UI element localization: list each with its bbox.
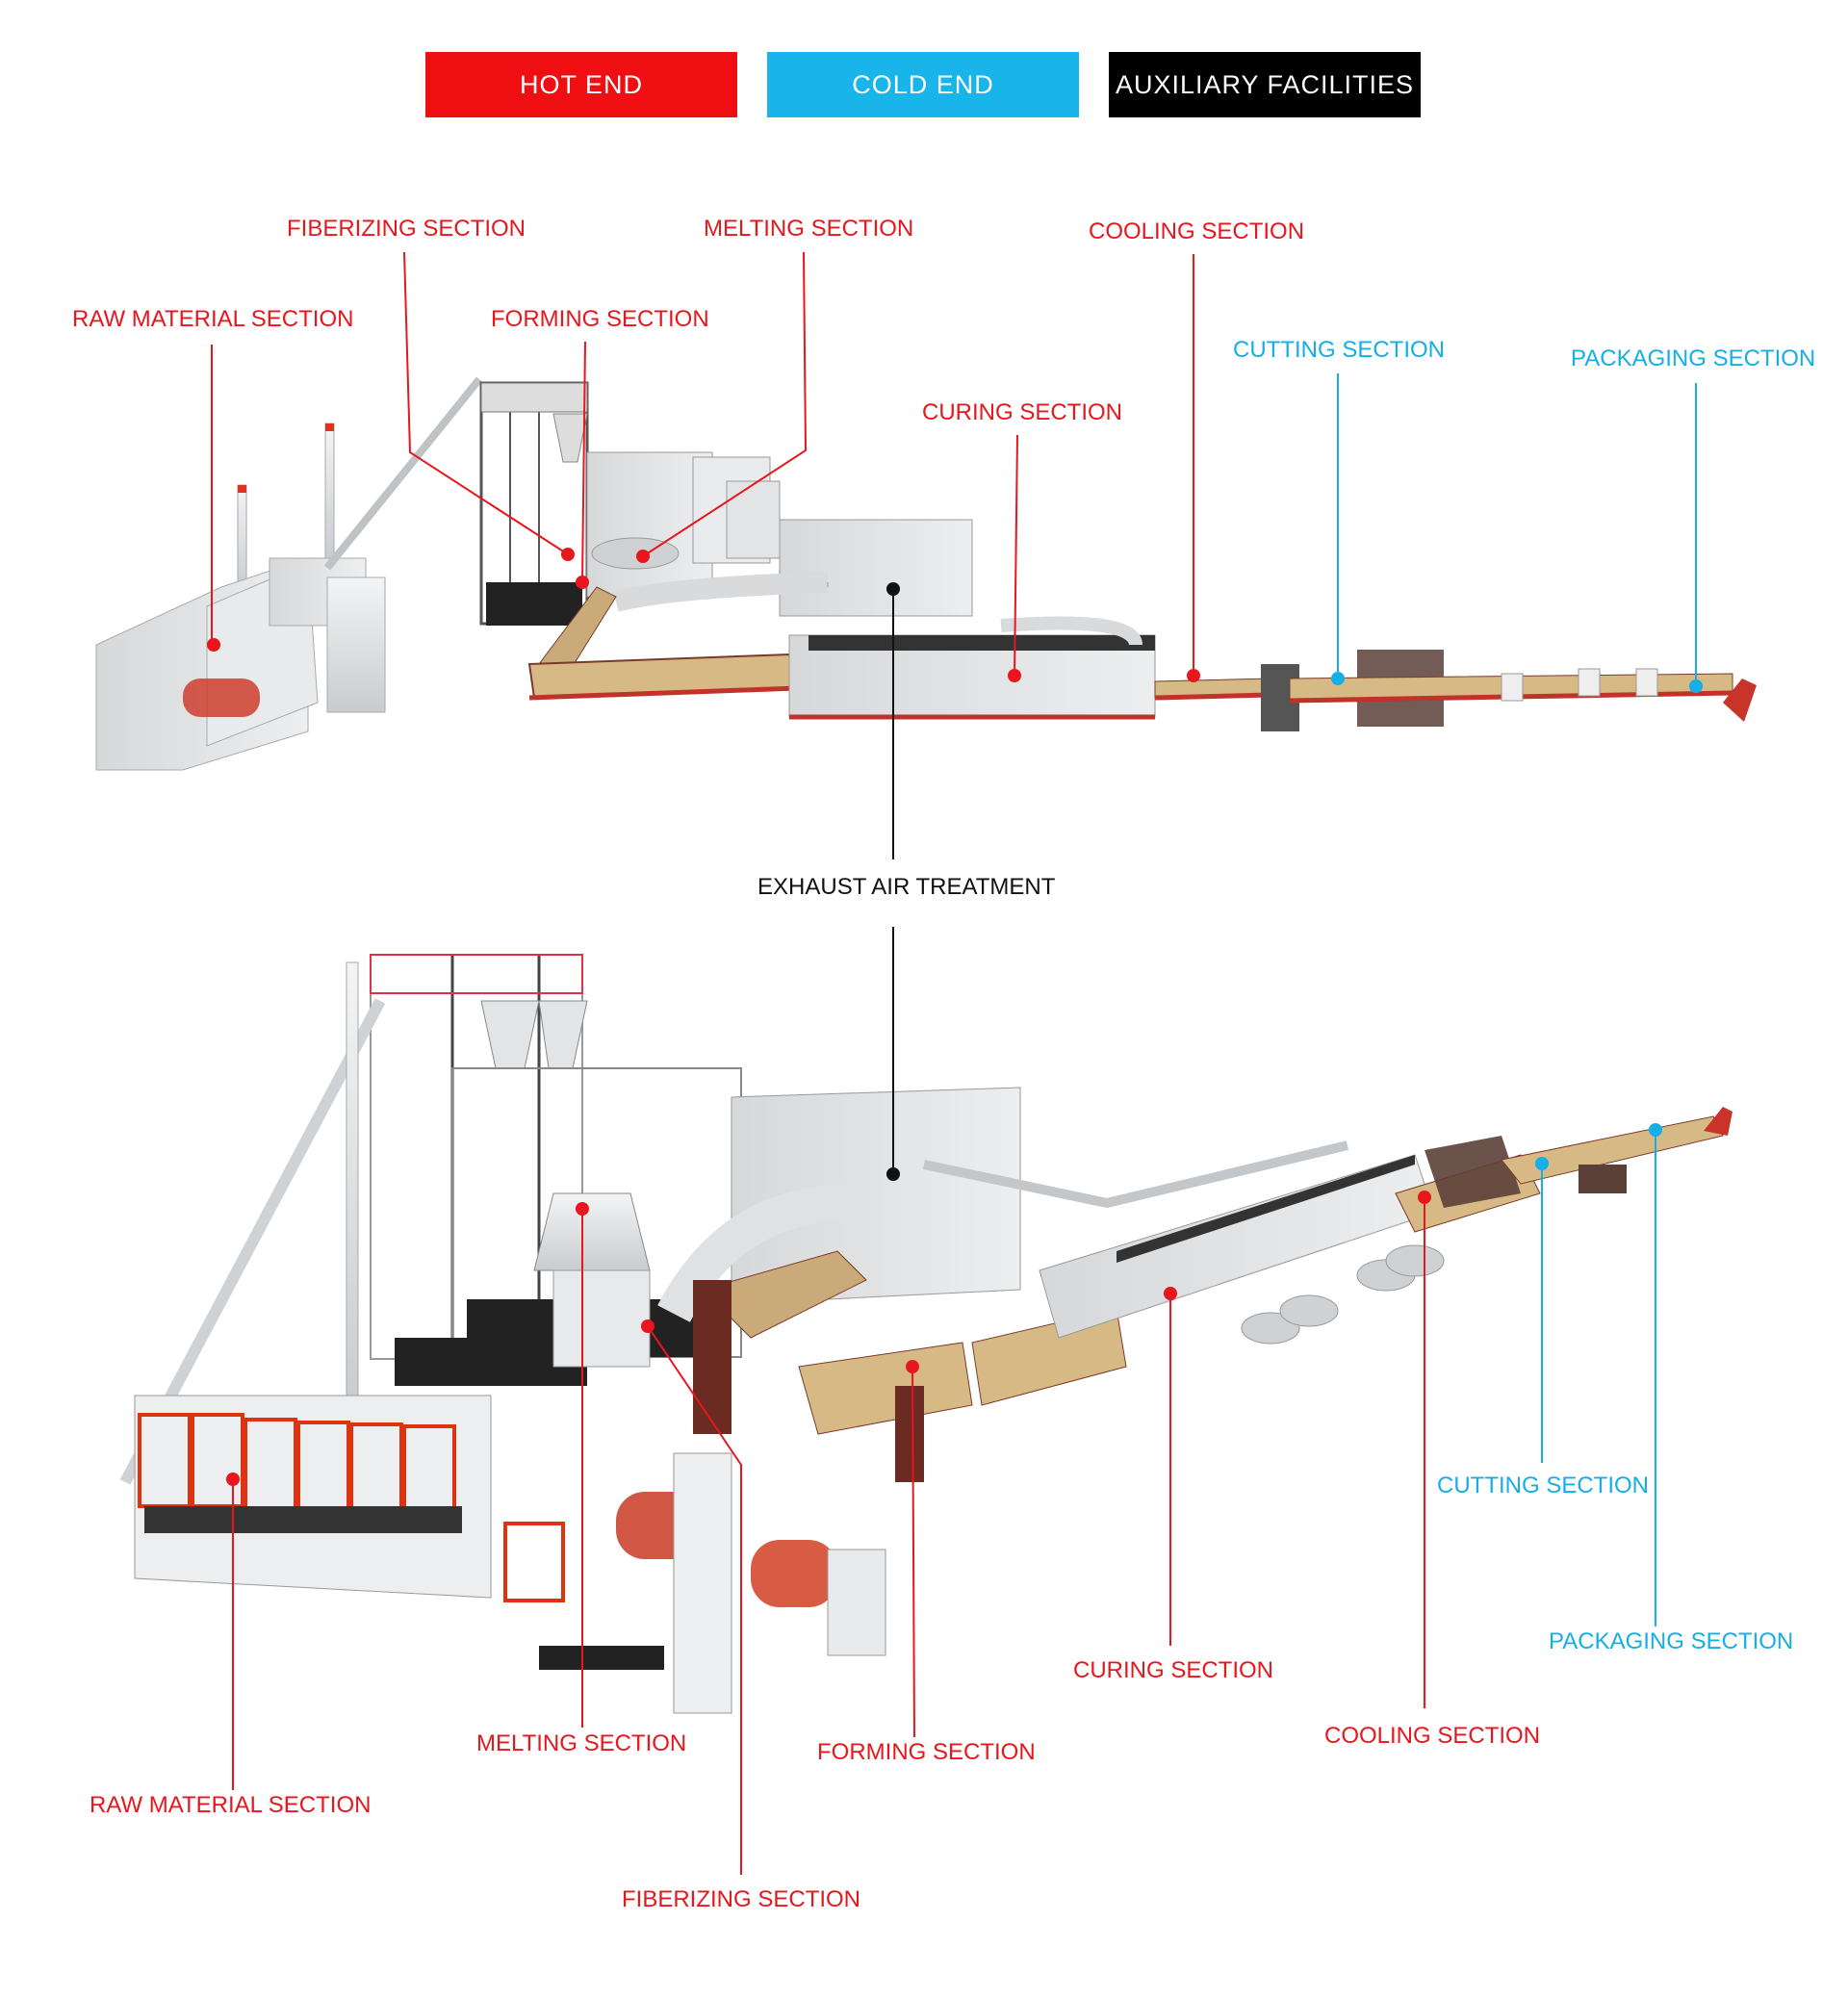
top-label-melting: MELTING SECTION	[704, 216, 914, 242]
top-plant-view	[95, 376, 1757, 771]
top-label-cutting: CUTTING SECTION	[1233, 337, 1445, 363]
top-label-forming: FORMING SECTION	[491, 306, 709, 332]
legend-cold-end: COLD END	[767, 52, 1079, 117]
label-exhaust-air-treatment: EXHAUST AIR TREATMENT	[757, 874, 1056, 900]
bottom-label-cutting: CUTTING SECTION	[1437, 1473, 1649, 1498]
bottom-label-raw-material: RAW MATERIAL SECTION	[90, 1792, 372, 1818]
top-marker-dots	[207, 548, 1703, 693]
bottom-marker-dots	[226, 1123, 1662, 1486]
top-label-cooling: COOLING SECTION	[1089, 218, 1305, 244]
top-leader-lines	[211, 251, 1697, 859]
top-label-raw-material: RAW MATERIAL SECTION	[72, 306, 354, 332]
bottom-label-forming: FORMING SECTION	[817, 1739, 1036, 1765]
bottom-leader-lines	[232, 927, 1656, 1875]
bottom-label-packaging: PACKAGING SECTION	[1549, 1628, 1794, 1654]
bottom-label-melting: MELTING SECTION	[476, 1730, 687, 1756]
bottom-label-cooling: COOLING SECTION	[1324, 1723, 1541, 1749]
bottom-plant-view	[119, 954, 1732, 1714]
top-label-packaging: PACKAGING SECTION	[1571, 346, 1816, 371]
top-label-curing: CURING SECTION	[922, 399, 1123, 425]
top-label-fiberizing: FIBERIZING SECTION	[287, 216, 526, 242]
legend-auxiliary-facilities: AUXILIARY FACILITIES	[1109, 52, 1421, 117]
bottom-label-fiberizing: FIBERIZING SECTION	[622, 1886, 861, 1912]
bottom-label-curing: CURING SECTION	[1073, 1657, 1274, 1683]
legend-hot-end: HOT END	[425, 52, 737, 117]
